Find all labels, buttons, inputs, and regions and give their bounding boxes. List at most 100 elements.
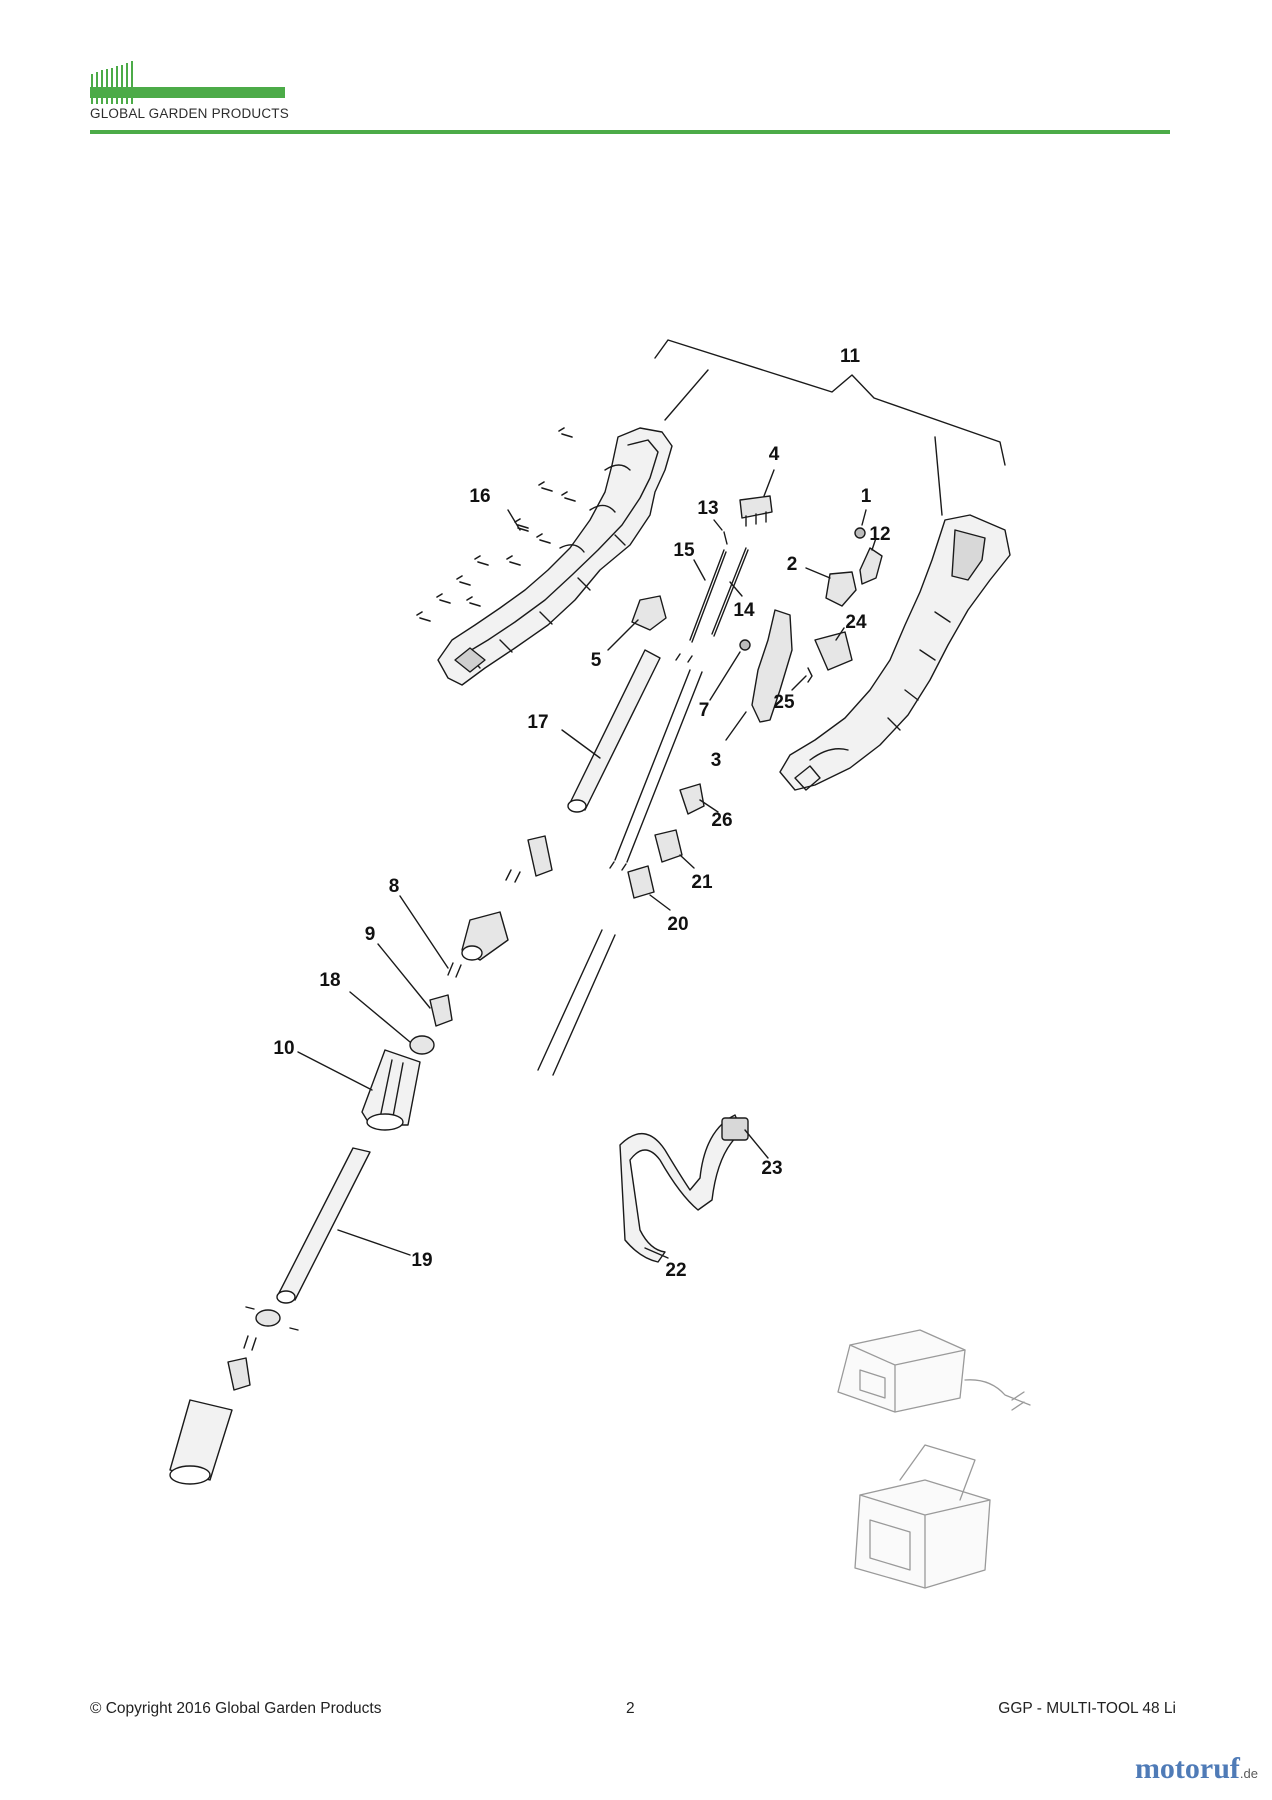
copyright-text: © Copyright 2016 Global Garden Products <box>90 1700 382 1717</box>
part-8-pins <box>447 962 462 978</box>
part-13-pin <box>723 531 728 545</box>
part-9-sleeve <box>429 994 453 1027</box>
left-handle-shell <box>437 427 673 686</box>
callout-8: 8 <box>389 876 400 897</box>
part-18-ring <box>409 1035 435 1055</box>
ggp-logo <box>90 61 285 104</box>
callout-19: 19 <box>411 1250 432 1271</box>
leader-line <box>399 895 449 969</box>
callout-14: 14 <box>733 600 755 621</box>
watermark-tld: .de <box>1239 1766 1258 1781</box>
leader-line <box>725 711 747 741</box>
part-26-cover <box>679 783 705 815</box>
part-21-clamp <box>654 829 683 863</box>
callout-23: 23 <box>761 1158 782 1179</box>
page-number: 2 <box>626 1700 635 1717</box>
part-24-plate <box>814 631 853 671</box>
leader-line <box>644 1247 669 1259</box>
callout-18: 18 <box>319 970 340 991</box>
leader-line <box>835 627 845 641</box>
leader-line <box>507 509 521 531</box>
lower-screw <box>289 1327 299 1331</box>
callout-12: 12 <box>869 524 890 545</box>
leader-line <box>349 991 411 1043</box>
leader-line <box>679 854 695 869</box>
callout-9: 9 <box>365 924 376 945</box>
leader-line <box>805 567 831 579</box>
lower-insert <box>227 1357 251 1391</box>
callout-20: 20 <box>667 914 688 935</box>
leader-line <box>377 943 431 1009</box>
assembly-bracket <box>654 339 1006 466</box>
callout-26: 26 <box>711 810 732 831</box>
watermark: motoruf.de <box>1135 1752 1258 1786</box>
leader-line <box>744 1129 769 1159</box>
leader-line <box>763 469 775 497</box>
callout-7: 7 <box>699 700 710 721</box>
part-10-grip <box>361 1049 421 1131</box>
lower-pins <box>243 1335 257 1351</box>
part-17-tube <box>567 649 661 813</box>
leader-line <box>337 1229 411 1256</box>
lower-screw <box>245 1306 255 1310</box>
callout-15: 15 <box>673 540 695 561</box>
callout-5: 5 <box>591 650 602 671</box>
callout-3: 3 <box>711 750 722 771</box>
battery-pack <box>854 1444 991 1589</box>
coupling-insert <box>527 835 553 877</box>
leader-line <box>729 581 743 597</box>
part-7-ball <box>739 639 751 651</box>
callout-22: 22 <box>665 1260 686 1281</box>
part-3-lever <box>751 609 793 723</box>
right-handle-shell <box>779 514 1011 791</box>
part-4-connector <box>739 495 773 527</box>
leader-line <box>693 559 706 581</box>
shoulder-strap <box>619 1114 749 1263</box>
callout-21: 21 <box>691 872 713 893</box>
callout-13: 13 <box>697 498 718 519</box>
part-25-spring <box>807 667 813 683</box>
brand-name: GLOBAL GARDEN PRODUCTS <box>90 106 289 121</box>
cable-set <box>537 653 703 1076</box>
leader-line <box>861 509 867 526</box>
leader-line <box>607 619 639 651</box>
leader-line <box>561 729 601 759</box>
leader-line <box>699 799 719 813</box>
part-5-switch <box>631 595 667 631</box>
lower-grip <box>169 1399 233 1485</box>
callout-16: 16 <box>469 486 490 507</box>
part-12-clip <box>859 547 883 585</box>
watermark-main: motoruf <box>1134 1752 1240 1785</box>
header-rule <box>90 130 1170 134</box>
callout-11: 11 <box>840 346 861 367</box>
leader-line <box>649 894 671 911</box>
part-20-clamp <box>627 865 655 899</box>
leader-line <box>713 519 723 531</box>
leader-line <box>791 675 807 691</box>
leader-line <box>709 651 741 701</box>
part-19-tube <box>276 1147 371 1304</box>
callout-17: 17 <box>527 712 548 733</box>
part-14-rod <box>711 547 749 637</box>
callout-25: 25 <box>773 692 795 713</box>
screws-16 <box>416 427 576 622</box>
battery-charger <box>837 1329 1031 1413</box>
callout-2: 2 <box>787 554 798 575</box>
callout-1: 1 <box>861 486 872 507</box>
callout-labels: 11 4 16 13 1 12 15 2 14 24 5 17 7 25 3 26 21 8 20 9 18 10 23 19… <box>273 346 890 1281</box>
callout-24: 24 <box>845 612 867 633</box>
callout-4: 4 <box>769 444 780 465</box>
part-1-nut <box>854 527 866 539</box>
product-name: GGP - MULTI-TOOL 48 Li <box>998 1700 1176 1717</box>
callout-10: 10 <box>273 1038 294 1059</box>
leader-line <box>871 537 877 551</box>
coupling-collar <box>461 911 509 961</box>
part-2-trigger <box>825 571 857 607</box>
coupling-pins <box>505 869 521 883</box>
leader-line <box>297 1051 373 1091</box>
leader-line <box>934 436 943 516</box>
lower-clamp <box>255 1309 281 1327</box>
part-15-rod <box>689 549 727 643</box>
